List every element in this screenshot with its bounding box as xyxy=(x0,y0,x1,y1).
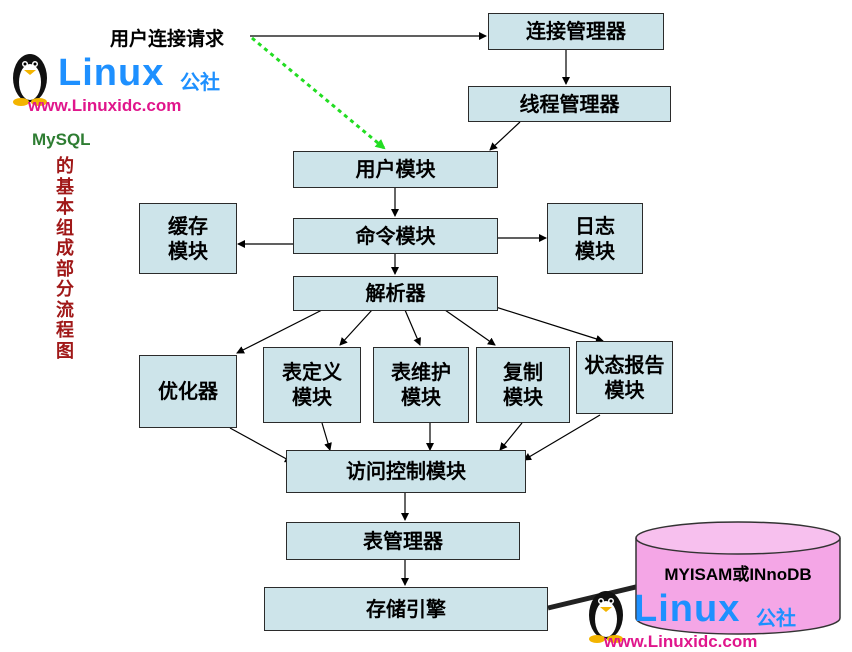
user-connection-request-label: 用户连接请求 xyxy=(110,28,225,50)
database-cylinder xyxy=(635,521,841,635)
access-control-module-box: 访问控制模块 xyxy=(286,450,526,493)
logo-wordmark: Linux xyxy=(58,52,165,94)
edge-parser-to-status xyxy=(479,301,604,343)
edge-thread-to-user-module xyxy=(489,121,521,151)
command-module-box: 命令模块 xyxy=(293,218,498,254)
edge-status-to-access xyxy=(523,414,601,461)
sidebar-subtitle-vertical: 的基本组成部分流程图 xyxy=(56,156,74,362)
logo-suffix: 公社 xyxy=(180,70,220,94)
linux-logo-top: Linux 公社 www.Linuxidc.com xyxy=(10,54,280,116)
logo-url: www.Linuxidc.com xyxy=(604,632,758,651)
connection-manager-box: 连接管理器 xyxy=(488,13,664,50)
logo-wordmark: Linux xyxy=(634,588,741,630)
edge-parser-to-replication xyxy=(444,309,496,346)
logo-url: www.Linuxidc.com xyxy=(28,96,182,115)
edge-replication-to-access xyxy=(499,422,523,451)
storage-engine-box: 存储引擎 xyxy=(264,587,548,631)
replication-module-box: 复制 模块 xyxy=(476,347,570,423)
edge-parser-to-optimizer xyxy=(236,309,323,354)
edge-parser-to-tablemaint xyxy=(404,309,421,346)
edge-parser-to-tabledef xyxy=(339,309,373,346)
edge-storage-to-database xyxy=(547,583,641,611)
edge-tabledef-to-access xyxy=(321,422,332,451)
thread-manager-box: 线程管理器 xyxy=(468,86,671,122)
table-definition-module-box: 表定义 模块 xyxy=(263,347,361,423)
logo-suffix: 公社 xyxy=(756,606,796,630)
user-module-box: 用户模块 xyxy=(293,151,498,188)
penguin-logo-icon xyxy=(13,54,47,106)
penguin-logo-icon xyxy=(589,591,623,643)
edge-optimizer-to-access xyxy=(229,427,293,463)
cache-module-box: 缓存 模块 xyxy=(139,203,237,274)
optimizer-box: 优化器 xyxy=(139,355,237,428)
linux-logo-bottom: Linux 公社 www.Linuxidc.com xyxy=(586,588,848,651)
status-report-module-box: 状态报告 模块 xyxy=(576,341,673,414)
database-label: MYISAM或INnoDB xyxy=(664,565,812,584)
log-module-box: 日志 模块 xyxy=(547,203,643,274)
parser-box: 解析器 xyxy=(293,276,498,311)
table-maintenance-module-box: 表维护 模块 xyxy=(373,347,469,423)
sidebar-title: MySQL xyxy=(32,130,91,149)
table-manager-box: 表管理器 xyxy=(286,522,520,560)
